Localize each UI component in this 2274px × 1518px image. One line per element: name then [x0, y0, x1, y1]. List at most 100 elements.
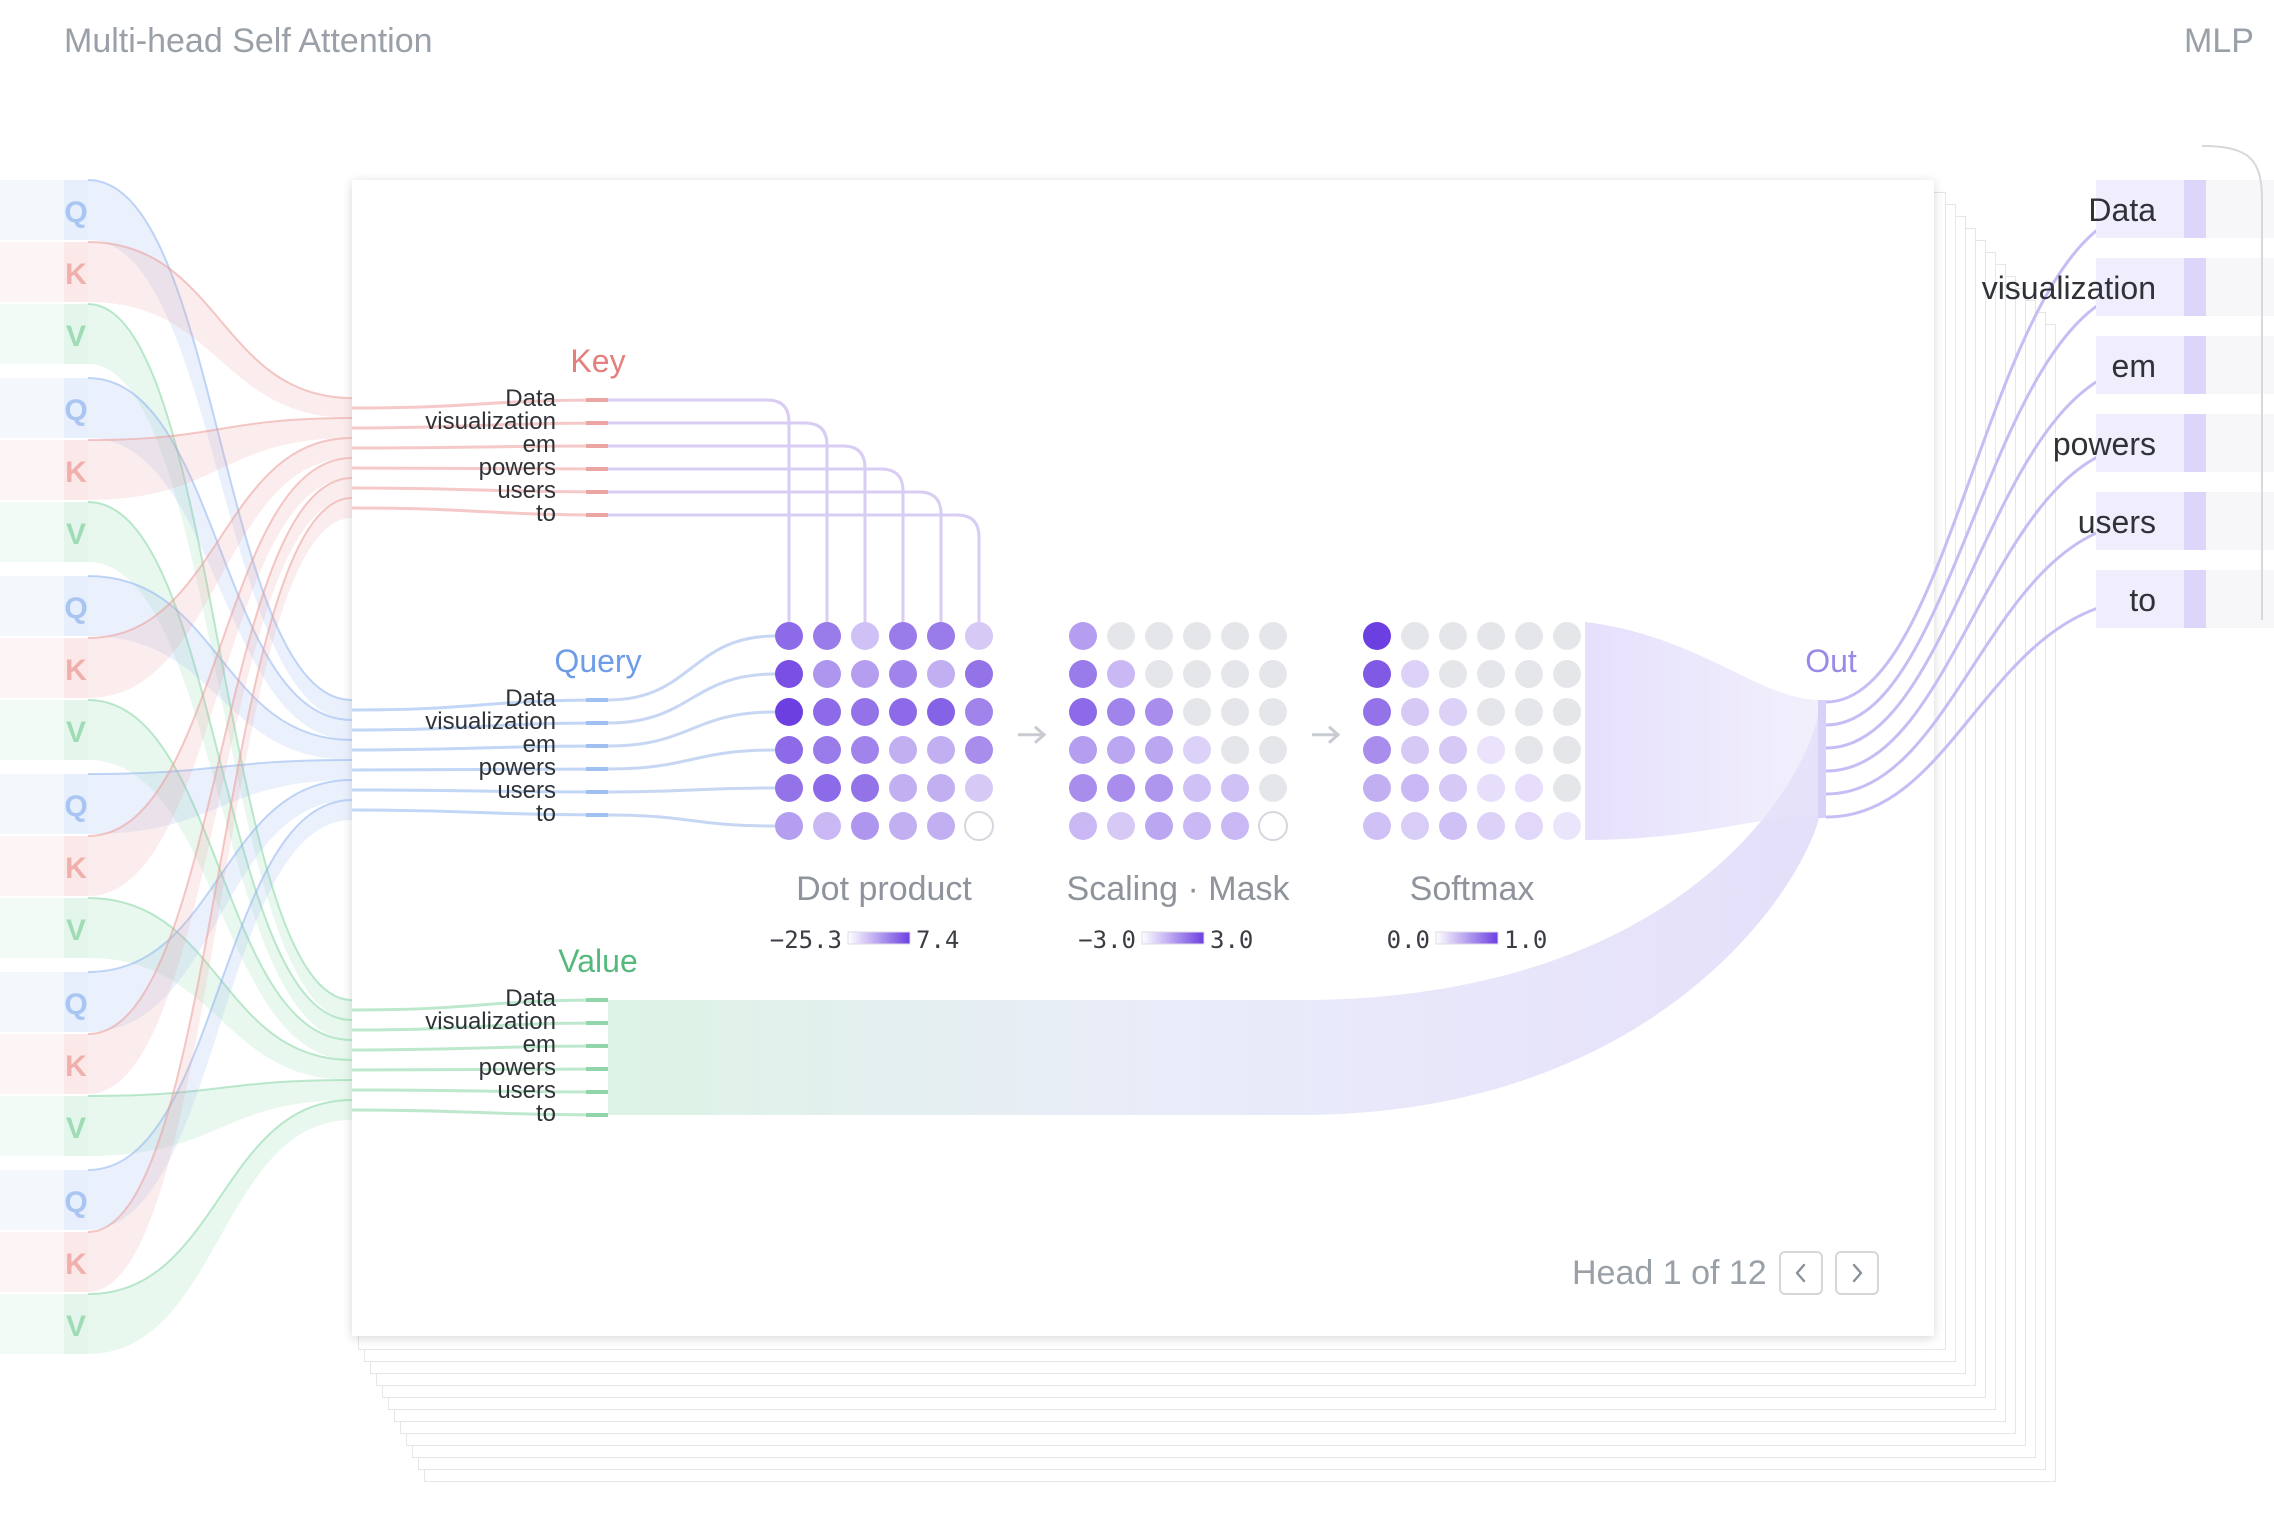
matrix-cell[interactable]: [1259, 736, 1287, 764]
matrix-cell[interactable]: [1553, 736, 1581, 764]
matrix-cell[interactable]: [1363, 622, 1391, 650]
matrix-cell[interactable]: [775, 622, 803, 650]
matrix-cell[interactable]: [889, 622, 917, 650]
matrix-cell[interactable]: [1401, 812, 1429, 840]
matrix-cell[interactable]: [1477, 622, 1505, 650]
matrix-cell[interactable]: [851, 660, 879, 688]
matrix-cell[interactable]: [1069, 736, 1097, 764]
matrix-cell[interactable]: [1477, 736, 1505, 764]
matrix-cell[interactable]: [889, 736, 917, 764]
matrix-cell[interactable]: [1401, 660, 1429, 688]
matrix-cell[interactable]: [851, 812, 879, 840]
matrix-cell[interactable]: [965, 736, 993, 764]
matrix-cell[interactable]: [1069, 622, 1097, 650]
matrix-cell[interactable]: [1477, 698, 1505, 726]
matrix-cell[interactable]: [965, 622, 993, 650]
matrix-cell[interactable]: [889, 812, 917, 840]
matrix-cell[interactable]: [813, 660, 841, 688]
matrix-cell[interactable]: [1183, 812, 1211, 840]
matrix-cell[interactable]: [889, 698, 917, 726]
matrix-cell[interactable]: [927, 698, 955, 726]
matrix-cell[interactable]: [775, 812, 803, 840]
matrix-cell[interactable]: [851, 736, 879, 764]
matrix-cell[interactable]: [1259, 698, 1287, 726]
matrix-cell[interactable]: [1477, 660, 1505, 688]
matrix-cell[interactable]: [1553, 774, 1581, 802]
matrix-cell[interactable]: [1107, 660, 1135, 688]
matrix-cell[interactable]: [851, 698, 879, 726]
matrix-cell[interactable]: [1259, 774, 1287, 802]
matrix-cell[interactable]: [1401, 698, 1429, 726]
matrix-cell[interactable]: [1259, 622, 1287, 650]
matrix-cell[interactable]: [1221, 736, 1249, 764]
matrix-cell[interactable]: [775, 660, 803, 688]
matrix-cell[interactable]: [927, 812, 955, 840]
matrix-cell[interactable]: [1221, 698, 1249, 726]
matrix-cell[interactable]: [1145, 812, 1173, 840]
matrix-cell[interactable]: [1515, 812, 1543, 840]
matrix-cell[interactable]: [1221, 622, 1249, 650]
matrix-cell[interactable]: [1401, 774, 1429, 802]
prev-head-button[interactable]: [1778, 1251, 1823, 1295]
matrix-cell[interactable]: [1401, 622, 1429, 650]
matrix-cell[interactable]: [1363, 774, 1391, 802]
matrix-cell[interactable]: [1221, 812, 1249, 840]
matrix-cell[interactable]: [851, 774, 879, 802]
matrix-cell[interactable]: [1069, 698, 1097, 726]
matrix-cell[interactable]: [1107, 698, 1135, 726]
matrix-cell[interactable]: [1363, 812, 1391, 840]
matrix-cell[interactable]: [1183, 736, 1211, 764]
matrix-cell[interactable]: [965, 774, 993, 802]
matrix-cell[interactable]: [1145, 660, 1173, 688]
matrix-cell[interactable]: [927, 774, 955, 802]
matrix-cell[interactable]: [1515, 660, 1543, 688]
matrix-cell[interactable]: [1107, 622, 1135, 650]
matrix-cell[interactable]: [1259, 660, 1287, 688]
matrix-cell[interactable]: [1439, 622, 1467, 650]
matrix-cell[interactable]: [1553, 660, 1581, 688]
matrix-cell[interactable]: [813, 774, 841, 802]
matrix-cell[interactable]: [775, 736, 803, 764]
matrix-cell[interactable]: [1107, 812, 1135, 840]
matrix-cell[interactable]: [1553, 698, 1581, 726]
matrix-cell[interactable]: [775, 774, 803, 802]
matrix-cell[interactable]: [1183, 622, 1211, 650]
matrix-cell[interactable]: [1477, 812, 1505, 840]
matrix-cell[interactable]: [927, 622, 955, 650]
matrix-cell[interactable]: [1363, 736, 1391, 764]
matrix-cell[interactable]: [1069, 774, 1097, 802]
matrix-cell[interactable]: [964, 811, 994, 841]
matrix-cell[interactable]: [927, 660, 955, 688]
matrix-cell[interactable]: [1145, 736, 1173, 764]
matrix-cell[interactable]: [851, 622, 879, 650]
matrix-cell[interactable]: [889, 660, 917, 688]
matrix-cell[interactable]: [1145, 698, 1173, 726]
matrix-cell[interactable]: [1515, 698, 1543, 726]
matrix-cell[interactable]: [1145, 774, 1173, 802]
matrix-cell[interactable]: [1363, 660, 1391, 688]
next-head-button[interactable]: [1834, 1251, 1879, 1295]
matrix-cell[interactable]: [1107, 774, 1135, 802]
matrix-cell[interactable]: [1221, 774, 1249, 802]
matrix-cell[interactable]: [1258, 811, 1288, 841]
matrix-cell[interactable]: [965, 660, 993, 688]
matrix-cell[interactable]: [1515, 774, 1543, 802]
matrix-cell[interactable]: [1363, 698, 1391, 726]
matrix-cell[interactable]: [1107, 736, 1135, 764]
matrix-cell[interactable]: [813, 698, 841, 726]
matrix-cell[interactable]: [1439, 698, 1467, 726]
matrix-cell[interactable]: [927, 736, 955, 764]
matrix-cell[interactable]: [1183, 660, 1211, 688]
matrix-cell[interactable]: [965, 698, 993, 726]
matrix-cell[interactable]: [1439, 660, 1467, 688]
matrix-cell[interactable]: [1439, 812, 1467, 840]
matrix-cell[interactable]: [813, 622, 841, 650]
matrix-cell[interactable]: [1145, 622, 1173, 650]
matrix-cell[interactable]: [1553, 622, 1581, 650]
matrix-cell[interactable]: [1439, 774, 1467, 802]
matrix-cell[interactable]: [1553, 812, 1581, 840]
matrix-cell[interactable]: [1069, 660, 1097, 688]
matrix-cell[interactable]: [1439, 736, 1467, 764]
matrix-cell[interactable]: [813, 736, 841, 764]
matrix-cell[interactable]: [1183, 698, 1211, 726]
